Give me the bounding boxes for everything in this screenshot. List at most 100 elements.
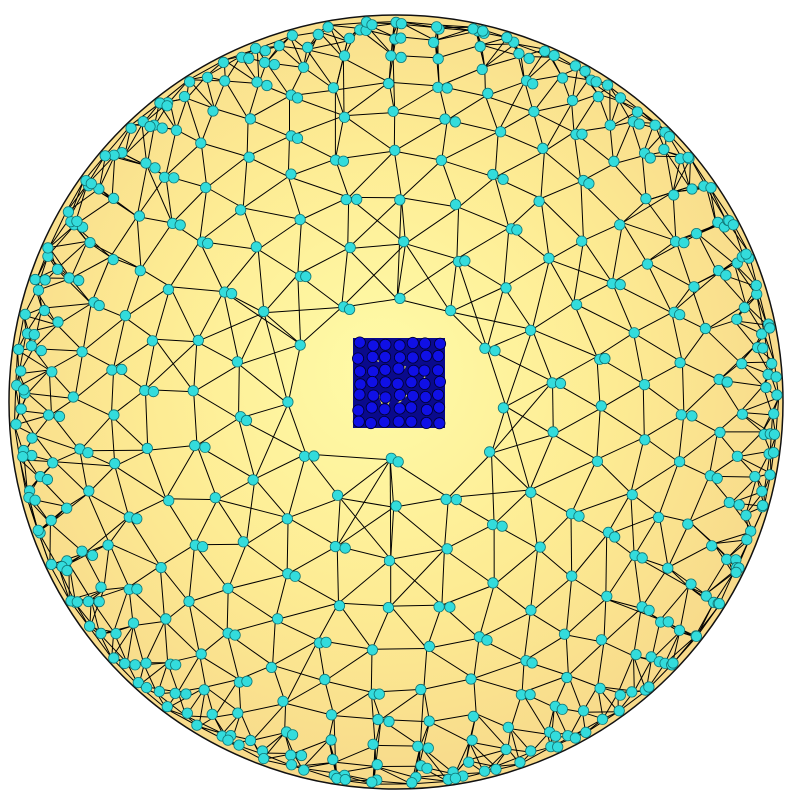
mesh-node <box>739 302 749 312</box>
mesh-node <box>581 727 591 737</box>
mesh-node <box>286 750 296 760</box>
mesh-node <box>451 494 461 504</box>
patch-node <box>421 404 432 415</box>
mesh-node <box>63 207 73 217</box>
patch-node <box>435 338 446 349</box>
mesh-node <box>742 535 752 545</box>
patch-node <box>407 390 418 401</box>
patch-node <box>353 416 364 427</box>
mesh-node <box>54 411 64 421</box>
mesh-node <box>344 33 354 43</box>
mesh-node <box>484 447 494 457</box>
mesh-node <box>758 343 768 353</box>
patch-node <box>380 339 391 350</box>
mesh-node <box>424 641 434 651</box>
mesh-node <box>535 542 545 552</box>
mesh-node <box>683 519 693 529</box>
mesh-node <box>126 123 136 133</box>
mesh-node <box>16 366 26 376</box>
mesh-node <box>332 490 342 500</box>
mesh-node <box>528 79 538 89</box>
mesh-node <box>111 628 121 638</box>
mesh-node <box>653 512 663 522</box>
mesh-node <box>196 138 206 148</box>
mesh-node <box>386 51 396 61</box>
mesh-node <box>259 57 269 67</box>
mesh-node <box>309 451 319 461</box>
mesh-node <box>468 24 478 34</box>
mesh-node <box>757 486 767 496</box>
mesh-node <box>46 559 56 569</box>
mesh-node <box>352 194 362 204</box>
mesh-node <box>525 689 535 699</box>
mesh-node <box>19 385 29 395</box>
mesh-node <box>495 127 505 137</box>
mesh-node <box>296 750 306 760</box>
mesh-node <box>741 510 751 520</box>
mesh-node <box>771 372 781 382</box>
mesh-node <box>707 541 717 551</box>
mesh-node <box>602 80 612 90</box>
mesh-node <box>663 563 673 573</box>
mesh-node <box>266 662 276 672</box>
mesh-node <box>292 93 302 103</box>
mesh-node <box>43 243 53 253</box>
mesh-node <box>663 617 673 627</box>
mesh-node <box>184 596 194 606</box>
mesh-node <box>393 457 403 467</box>
mesh-node <box>142 443 152 453</box>
mesh-node <box>610 532 620 542</box>
mesh-node <box>108 193 118 203</box>
patch-node <box>368 366 379 377</box>
mesh-node <box>683 152 693 162</box>
mesh-node <box>490 346 500 356</box>
mesh-node <box>190 440 200 450</box>
mesh-node <box>609 156 619 166</box>
mesh-node <box>732 451 742 461</box>
mesh-node <box>529 106 539 116</box>
mesh-node <box>148 386 158 396</box>
patch-node <box>419 378 430 389</box>
mesh-node <box>769 409 779 419</box>
mesh-node <box>629 328 639 338</box>
mesh-node <box>33 525 43 535</box>
mesh-node <box>163 284 173 294</box>
mesh-node <box>674 625 684 635</box>
patch-node <box>355 379 366 390</box>
mesh-node <box>248 475 258 485</box>
mesh-node <box>440 114 450 124</box>
mesh-node <box>96 628 106 638</box>
mesh-node <box>179 91 189 101</box>
mesh-node <box>203 238 213 248</box>
mesh-node <box>407 778 417 788</box>
mesh-node <box>615 220 625 230</box>
mesh-node <box>43 410 53 420</box>
mesh-node <box>117 364 127 374</box>
mesh-node <box>94 597 104 607</box>
refined-patch <box>352 337 445 429</box>
mesh-node <box>450 773 460 783</box>
mesh-node <box>287 730 297 740</box>
mesh-node <box>282 514 292 524</box>
mesh-node <box>642 259 652 269</box>
mesh-node <box>538 143 548 153</box>
mesh-node <box>548 427 558 437</box>
mesh-node <box>615 93 625 103</box>
patch-node <box>407 352 418 363</box>
mesh-node <box>110 458 120 468</box>
mesh-node <box>737 409 747 419</box>
mesh-node <box>367 20 377 30</box>
patch-node <box>432 365 443 376</box>
mesh-node <box>712 473 722 483</box>
mesh-node <box>278 696 288 706</box>
mesh-node <box>732 314 742 324</box>
mesh-node <box>109 410 119 420</box>
mesh-node <box>334 601 344 611</box>
mesh-node <box>501 744 511 754</box>
patch-node <box>365 418 376 429</box>
mesh-node <box>181 689 191 699</box>
mesh-node <box>468 711 478 721</box>
mesh-node <box>61 503 71 513</box>
